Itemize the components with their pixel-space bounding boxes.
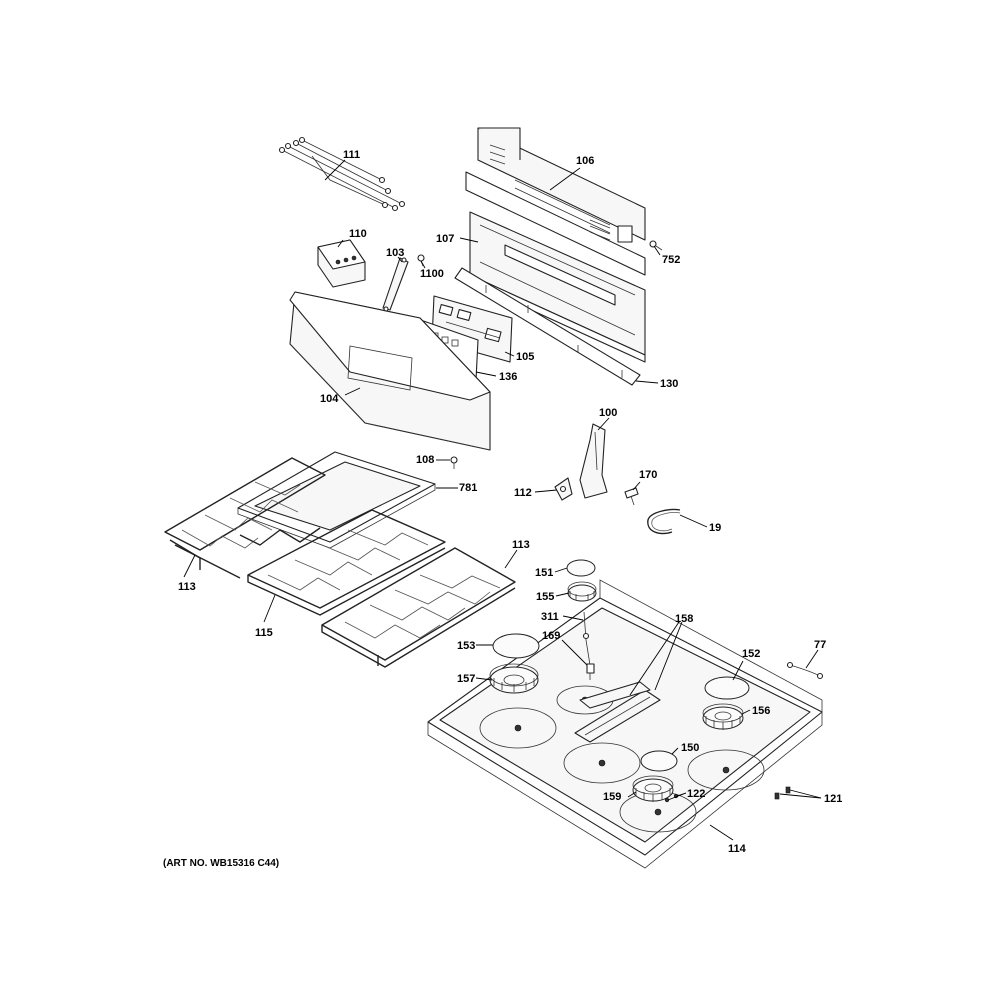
callout-100[interactable]: 100 <box>599 407 617 419</box>
part-100-bracket[interactable] <box>579 423 608 499</box>
part-103-bracket[interactable] <box>382 257 409 312</box>
callout-113-right[interactable]: 113 <box>512 539 530 551</box>
callout-130[interactable]: 130 <box>660 378 678 390</box>
callout-159[interactable]: 159 <box>603 791 621 803</box>
callout-107[interactable]: 107 <box>436 233 454 245</box>
part-155-burner-head[interactable] <box>567 581 597 602</box>
part-156-burner-head[interactable] <box>702 703 744 730</box>
callout-106[interactable]: 106 <box>576 155 594 167</box>
part-110-relay-board[interactable] <box>317 239 366 288</box>
callout-152[interactable]: 152 <box>742 648 760 660</box>
part-152-burner-cap[interactable] <box>704 676 750 700</box>
callout-104[interactable]: 104 <box>320 393 339 405</box>
callout-113-left[interactable]: 113 <box>178 581 196 593</box>
part-158-center-burner[interactable] <box>574 681 661 743</box>
callout-115[interactable]: 115 <box>255 627 273 639</box>
part-104-control-panel[interactable] <box>289 291 491 451</box>
part-106-rear-panel[interactable] <box>465 127 646 276</box>
leader-lines <box>183 159 822 841</box>
part-151-burner-cap[interactable] <box>566 559 596 577</box>
callout-77[interactable]: 77 <box>814 639 826 651</box>
callout-153[interactable]: 153 <box>457 640 475 652</box>
part-113-grate-left[interactable] <box>164 457 326 579</box>
part-121-screws[interactable] <box>774 786 791 800</box>
callout-112[interactable]: 112 <box>514 487 532 499</box>
callout-170[interactable]: 170 <box>639 469 657 481</box>
part-115-grate-center[interactable] <box>247 509 446 616</box>
callout-1100[interactable]: 1100 <box>420 268 444 280</box>
callout-122[interactable]: 122 <box>687 788 705 800</box>
callout-111[interactable]: 111 <box>343 149 360 161</box>
part-169-orifice[interactable] <box>586 663 595 674</box>
art-number-label: (ART NO. WB15316 C44) <box>163 858 279 869</box>
callout-105[interactable]: 105 <box>516 351 534 363</box>
callout-121[interactable]: 121 <box>824 793 842 805</box>
part-781-griddle[interactable] <box>237 451 436 549</box>
part-107-back-guard[interactable] <box>469 211 646 363</box>
callout-108[interactable]: 108 <box>416 454 434 466</box>
callout-157[interactable]: 157 <box>457 673 475 685</box>
callout-158[interactable]: 158 <box>675 613 693 625</box>
part-108-screw[interactable] <box>450 456 458 469</box>
part-157-burner-head[interactable] <box>489 663 539 694</box>
callout-136[interactable]: 136 <box>499 371 517 383</box>
callout-156[interactable]: 156 <box>752 705 770 717</box>
part-19-wire[interactable] <box>647 508 681 535</box>
part-113-grate-right[interactable] <box>321 547 516 668</box>
callout-103[interactable]: 103 <box>386 247 404 259</box>
part-159-burner-head[interactable] <box>632 775 674 802</box>
callout-752[interactable]: 752 <box>662 254 680 266</box>
callout-781[interactable]: 781 <box>459 482 477 494</box>
part-752-screw[interactable] <box>649 240 663 251</box>
callout-114[interactable]: 114 <box>728 843 747 855</box>
part-170-screw[interactable] <box>624 487 639 506</box>
part-77-wire[interactable] <box>786 661 824 680</box>
callout-150[interactable]: 150 <box>681 742 699 754</box>
callout-151[interactable]: 151 <box>535 567 553 579</box>
callout-labels: 111 106 110 103 1100 107 752 105 136 130… <box>178 149 842 855</box>
part-150-burner-cap[interactable] <box>640 750 678 772</box>
part-111-wire-harness[interactable] <box>278 136 406 212</box>
part-153-burner-cap[interactable] <box>492 633 540 659</box>
part-130-trim-strip[interactable] <box>454 267 641 386</box>
part-114-cooktop[interactable] <box>427 579 823 869</box>
callout-311[interactable]: 311 <box>541 611 559 623</box>
callout-110[interactable]: 110 <box>349 228 367 240</box>
callout-169[interactable]: 169 <box>542 630 560 642</box>
callout-155[interactable]: 155 <box>536 591 554 603</box>
part-112-clip[interactable] <box>554 477 573 501</box>
callout-19[interactable]: 19 <box>709 522 721 534</box>
